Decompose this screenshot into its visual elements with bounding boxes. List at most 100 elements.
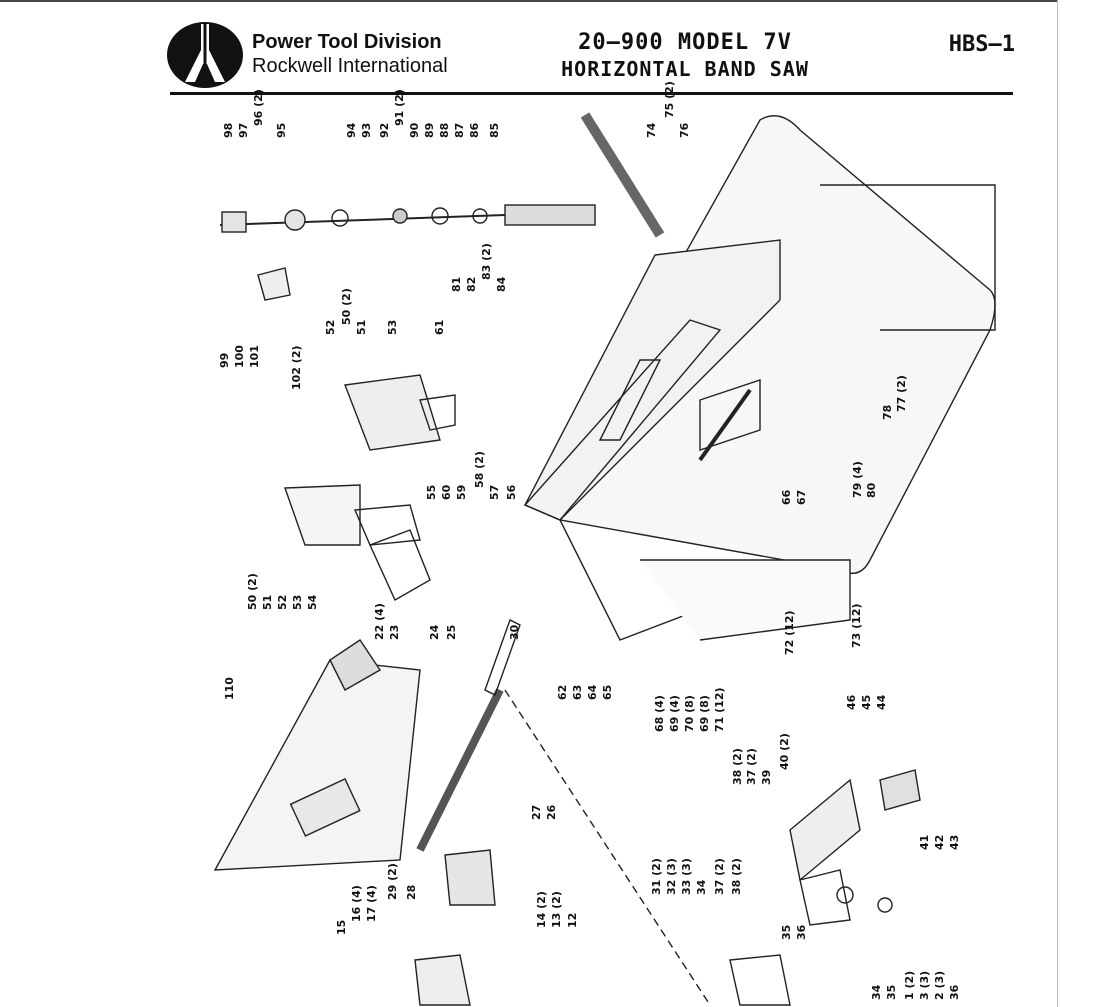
part-number-label: 83 (2) <box>480 243 493 280</box>
part-number-label: 75 (2) <box>663 81 676 118</box>
part-number-label: 33 (3) <box>680 858 693 895</box>
part-number-label: 69 (4) <box>668 695 681 732</box>
brand-line-1: Power Tool Division <box>252 31 442 53</box>
brand-block: Power Tool Division Rockwell Internation… <box>252 30 448 78</box>
part-number-label: 16 (4) <box>350 885 363 922</box>
part-number-label: 32 (3) <box>665 858 678 895</box>
part-number-label: 51 <box>261 595 274 610</box>
part-number-label: 38 (2) <box>730 858 743 895</box>
part-number-label: 93 <box>360 123 373 138</box>
part-number-label: 3 (3) <box>918 971 931 1000</box>
part-number-label: 59 <box>455 485 468 500</box>
part-number-label: 37 (2) <box>745 748 758 785</box>
part-number-label: 99 <box>218 353 231 368</box>
part-number-label: 39 <box>760 770 773 785</box>
part-number-label: 95 <box>275 123 288 138</box>
part-number-label: 2 (3) <box>933 971 946 1000</box>
part-number-label: 67 <box>795 490 808 505</box>
part-number-label: 66 <box>780 489 793 505</box>
brand-line-2: Rockwell International <box>252 55 448 77</box>
part-number-label: 102 (2) <box>290 346 303 391</box>
part-number-label: 24 <box>428 624 441 640</box>
right-border <box>1057 0 1058 1007</box>
part-number-label: 34 <box>870 984 883 1000</box>
part-number-label: 77 (2) <box>895 375 908 412</box>
part-number-label: 57 <box>488 485 501 500</box>
part-number-label: 61 <box>433 320 446 335</box>
rockwell-logo-icon <box>167 22 243 88</box>
part-number-label: 101 <box>248 345 261 368</box>
part-number-label: 86 <box>468 122 481 138</box>
header-rule <box>170 92 1013 95</box>
part-number-label: 79 (4) <box>851 461 864 498</box>
part-number-label: 56 <box>505 484 518 500</box>
part-number-label: 97 <box>237 123 250 138</box>
part-number-label: 40 (2) <box>778 733 791 770</box>
part-number-label: 82 <box>465 277 478 292</box>
part-number-label: 38 (2) <box>731 748 744 785</box>
part-number-label: 44 <box>875 694 888 710</box>
part-number-label: 60 <box>440 484 453 500</box>
part-number-label: 42 <box>933 835 946 850</box>
part-number-label: 88 <box>438 123 451 138</box>
part-number-label: 68 (4) <box>653 695 666 732</box>
part-number-label: 28 <box>405 885 418 900</box>
title-product: HORIZONTAL BAND SAW <box>561 57 809 81</box>
page-header: Power Tool Division Rockwell Internation… <box>165 20 1015 96</box>
part-number-label: 91 (2) <box>393 89 406 126</box>
part-number-label: 84 <box>495 276 508 292</box>
top-border <box>0 0 1058 2</box>
part-number-label: 36 <box>795 924 808 940</box>
part-number-label: 52 <box>276 595 289 610</box>
part-number-label: 12 <box>566 913 579 928</box>
part-number-label: 98 <box>222 123 235 138</box>
part-number-label: 70 (8) <box>683 695 696 732</box>
page-title: 20—900 MODEL 7V HORIZONTAL BAND SAW <box>535 30 835 82</box>
part-number-label: 13 (2) <box>550 891 563 928</box>
part-number-label: 54 <box>306 594 319 610</box>
part-number-label: 62 <box>556 685 569 700</box>
part-number-label: 27 <box>530 805 543 820</box>
page-code: HBS—1 <box>948 32 1015 57</box>
part-number-label: 51 <box>355 320 368 335</box>
part-number-label: 94 <box>345 122 358 138</box>
part-number-label: 80 <box>865 482 878 498</box>
part-number-label: 1 (2) <box>903 971 916 1000</box>
part-number-label: 17 (4) <box>365 885 378 922</box>
part-number-label: 31 (2) <box>650 858 663 895</box>
part-number-label: 43 <box>948 835 961 850</box>
part-number-label: 14 (2) <box>535 891 548 928</box>
part-number-label: 69 (8) <box>698 695 711 732</box>
part-number-label: 74 <box>645 122 658 138</box>
part-number-label: 46 <box>845 694 858 710</box>
part-number-label: 87 <box>453 123 466 138</box>
part-number-label: 52 <box>324 320 337 335</box>
part-number-label: 63 <box>571 685 584 700</box>
part-number-label: 50 (2) <box>246 573 259 610</box>
part-number-label: 55 <box>425 485 438 500</box>
part-number-label: 76 <box>678 122 691 138</box>
part-number-label: 23 <box>388 625 401 640</box>
part-number-label: 30 <box>508 624 521 640</box>
part-number-label: 53 <box>291 595 304 610</box>
part-number-label: 89 <box>423 123 436 138</box>
part-number-label: 85 <box>488 123 501 138</box>
part-number-label: 41 <box>918 835 931 850</box>
part-number-label: 15 <box>335 920 348 935</box>
part-number-label: 22 (4) <box>373 603 386 640</box>
part-number-label: 92 <box>378 123 391 138</box>
part-number-label: 35 <box>780 925 793 940</box>
part-number-label: 58 (2) <box>473 451 486 488</box>
part-number-label: 35 <box>885 985 898 1000</box>
part-number-label: 100 <box>233 345 246 368</box>
part-number-label: 53 <box>386 320 399 335</box>
part-number-label: 45 <box>860 695 873 710</box>
part-number-label: 110 <box>223 677 236 700</box>
part-number-label: 96 (2) <box>252 89 265 126</box>
part-number-label: 37 (2) <box>713 858 726 895</box>
part-number-label: 72 (12) <box>783 611 796 656</box>
part-number-label: 36 <box>948 984 961 1000</box>
title-model: 20—900 MODEL 7V <box>578 30 792 55</box>
